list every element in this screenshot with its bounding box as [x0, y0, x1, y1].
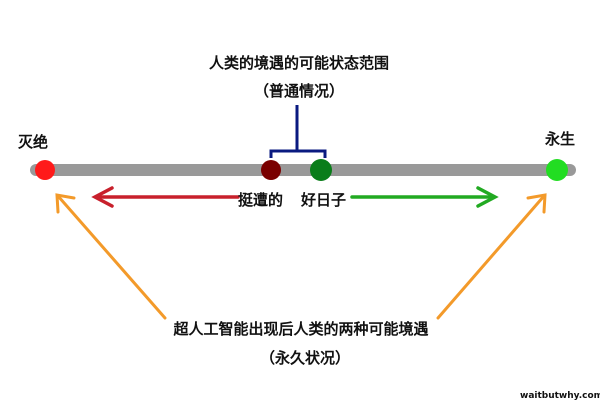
extinction-label: 灭绝	[18, 133, 49, 151]
bottom-title: 超人工智能出现后人类的两种可能境遇	[173, 320, 429, 338]
bad-label: 挺遭的	[238, 191, 284, 209]
watermark: waitbutwhy.com	[520, 391, 600, 401]
diagram-title: 人类的境遇的可能状态范围	[208, 54, 390, 72]
good-label: 好日子	[301, 191, 347, 209]
red-arrow	[91, 186, 240, 208]
green-arrow	[350, 186, 499, 208]
diagram-subtitle: （普通情况）	[253, 82, 345, 100]
orange-arrow-right	[436, 193, 547, 320]
extinction-dot	[35, 160, 55, 180]
immortality-dot	[546, 159, 568, 181]
orange-arrow-left	[55, 193, 167, 320]
range-bracket	[269, 105, 327, 158]
bad-dot	[261, 160, 281, 180]
good-dot	[310, 159, 332, 181]
bottom-subtitle: （永久状况）	[259, 349, 351, 367]
immortality-label: 永生	[545, 130, 576, 148]
